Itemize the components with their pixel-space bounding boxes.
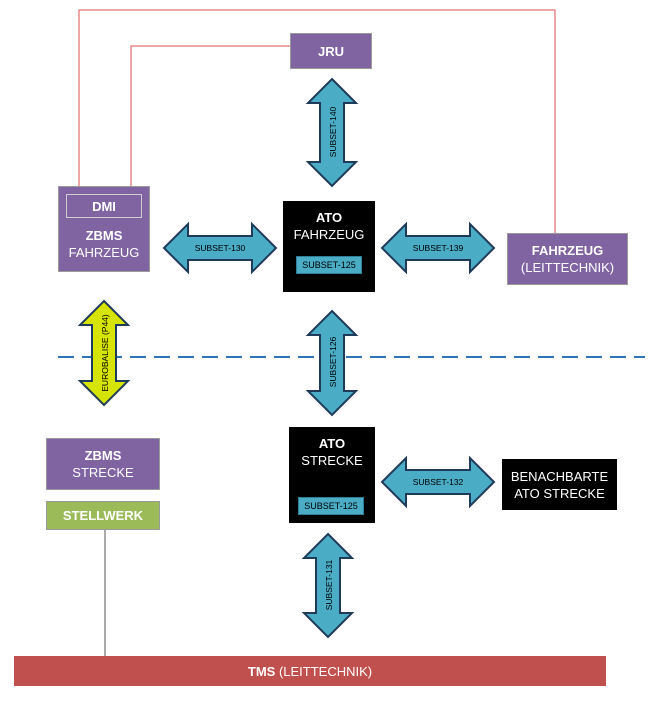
arrow-subset-126-label: SUBSET-126 (328, 336, 338, 387)
zbms-strecke-line1: ZBMS (84, 448, 122, 463)
tms-label: TMS (247, 663, 276, 679)
link-zbms-fahrzeug-to-jru (130, 45, 290, 186)
benachbarte-line1: BENACHBARTE (510, 468, 609, 484)
dmi-label: DMI (92, 198, 116, 214)
dmi-box: DMI (66, 194, 142, 218)
stellwerk-box: STELLWERK (46, 501, 160, 530)
jru-box: JRU (290, 33, 372, 69)
ato-fahrzeug-subset-125: SUBSET-125 (296, 256, 362, 274)
link-dmi-to-fahrzeug-leittechnik (78, 9, 556, 233)
ato-fahrzeug-line2: FAHRZEUG (293, 227, 365, 242)
ato-strecke-subset-125: SUBSET-125 (298, 497, 364, 515)
ato-strecke-box: ATO STRECKE SUBSET-125 (289, 427, 375, 523)
arrow-subset-139 (380, 221, 496, 275)
jru-label: JRU (317, 43, 344, 59)
arrow-subset-132-label: SUBSET-132 (413, 477, 464, 487)
fahrzeug-leittechnik-line2: (LEITTECHNIK) (520, 260, 615, 275)
arrow-subset-140 (305, 77, 359, 188)
benachbarte-ato-strecke-box: BENACHBARTE ATO STRECKE (502, 459, 617, 510)
zbms-strecke-line2: STRECKE (72, 465, 134, 480)
zbms-fahrzeug-line1: ZBMS (85, 228, 123, 243)
ato-strecke-line2: STRECKE (301, 453, 363, 468)
arrow-eurobalise (77, 299, 131, 407)
fahrzeug-leittechnik-box: FAHRZEUG (LEITTECHNIK) (507, 233, 628, 285)
benachbarte-line2: ATO STRECKE (514, 485, 605, 501)
tms-leittechnik-label: (LEITTECHNIK) (275, 663, 373, 679)
fahrzeug-leittechnik-line1: FAHRZEUG (531, 243, 604, 258)
arrow-subset-140-label: SUBSET-140 (328, 106, 338, 157)
zbms-fahrzeug-box: DMI ZBMS FAHRZEUG (58, 186, 150, 272)
arrow-subset-132 (380, 455, 496, 509)
zbms-strecke-box: ZBMS STRECKE (46, 438, 160, 490)
arrow-subset-131-label: SUBSET-131 (324, 559, 334, 610)
arrow-subset-130 (162, 221, 278, 275)
zbms-fahrzeug-line2: FAHRZEUG (68, 245, 140, 260)
arrow-eurobalise-label: EUROBALISE (P44) (100, 314, 110, 392)
ato-strecke-line1: ATO (318, 436, 346, 451)
stellwerk-label: STELLWERK (62, 508, 144, 523)
ato-fahrzeug-line1: ATO (315, 210, 343, 225)
arrow-subset-130-label: SUBSET-130 (195, 243, 246, 253)
arrow-subset-139-label: SUBSET-139 (413, 243, 464, 253)
zbms-fahrzeug-text: ZBMS FAHRZEUG (59, 227, 149, 261)
arrow-subset-131 (301, 532, 355, 639)
ato-fahrzeug-box: ATO FAHRZEUG SUBSET-125 (283, 201, 375, 292)
tms-leittechnik-bar: TMS (LEITTECHNIK) (14, 656, 606, 686)
arrow-subset-126 (305, 309, 359, 417)
